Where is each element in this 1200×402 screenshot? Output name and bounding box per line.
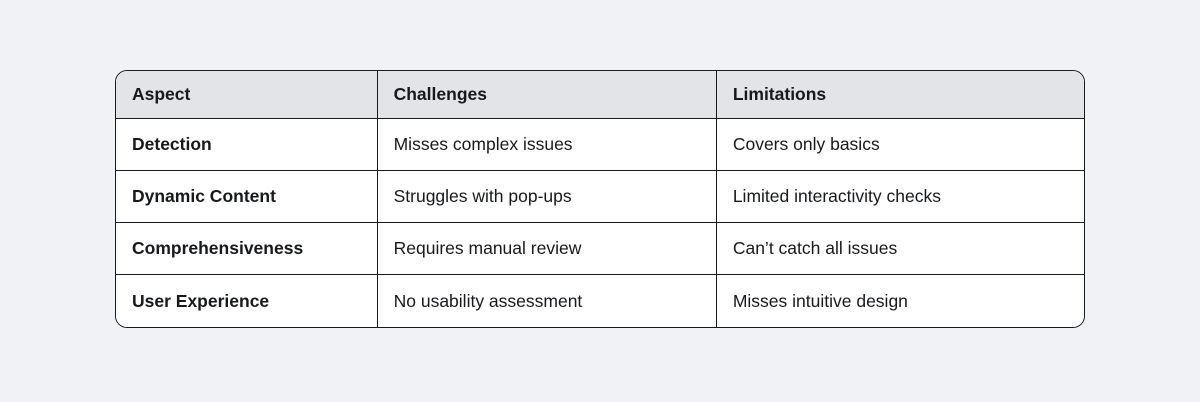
cell-challenges: Misses complex issues bbox=[377, 119, 717, 171]
cell-limitations: Covers only basics bbox=[716, 119, 1084, 171]
cell-aspect: Dynamic Content bbox=[116, 171, 378, 223]
cell-challenges: Struggles with pop-ups bbox=[377, 171, 717, 223]
cell-limitations: Misses intuitive design bbox=[716, 275, 1084, 327]
header-limitations: Limitations bbox=[716, 71, 1084, 119]
table-row: Comprehensiveness Requires manual review… bbox=[116, 223, 1084, 275]
header-challenges: Challenges bbox=[377, 71, 717, 119]
cell-aspect: Detection bbox=[116, 119, 378, 171]
header-row: Aspect Challenges Limitations bbox=[116, 71, 1084, 119]
cell-challenges: Requires manual review bbox=[377, 223, 717, 275]
table-header: Aspect Challenges Limitations bbox=[116, 71, 1084, 119]
table-row: User Experience No usability assessment … bbox=[116, 275, 1084, 327]
cell-limitations: Can’t catch all issues bbox=[716, 223, 1084, 275]
table-row: Dynamic Content Struggles with pop-ups L… bbox=[116, 171, 1084, 223]
cell-aspect: Comprehensiveness bbox=[116, 223, 378, 275]
header-aspect: Aspect bbox=[116, 71, 378, 119]
cell-limitations: Limited interactivity checks bbox=[716, 171, 1084, 223]
table-body: Detection Misses complex issues Covers o… bbox=[116, 119, 1084, 327]
table-row: Detection Misses complex issues Covers o… bbox=[116, 119, 1084, 171]
cell-challenges: No usability assessment bbox=[377, 275, 717, 327]
cell-aspect: User Experience bbox=[116, 275, 378, 327]
comparison-table: Aspect Challenges Limitations Detection … bbox=[115, 70, 1085, 328]
